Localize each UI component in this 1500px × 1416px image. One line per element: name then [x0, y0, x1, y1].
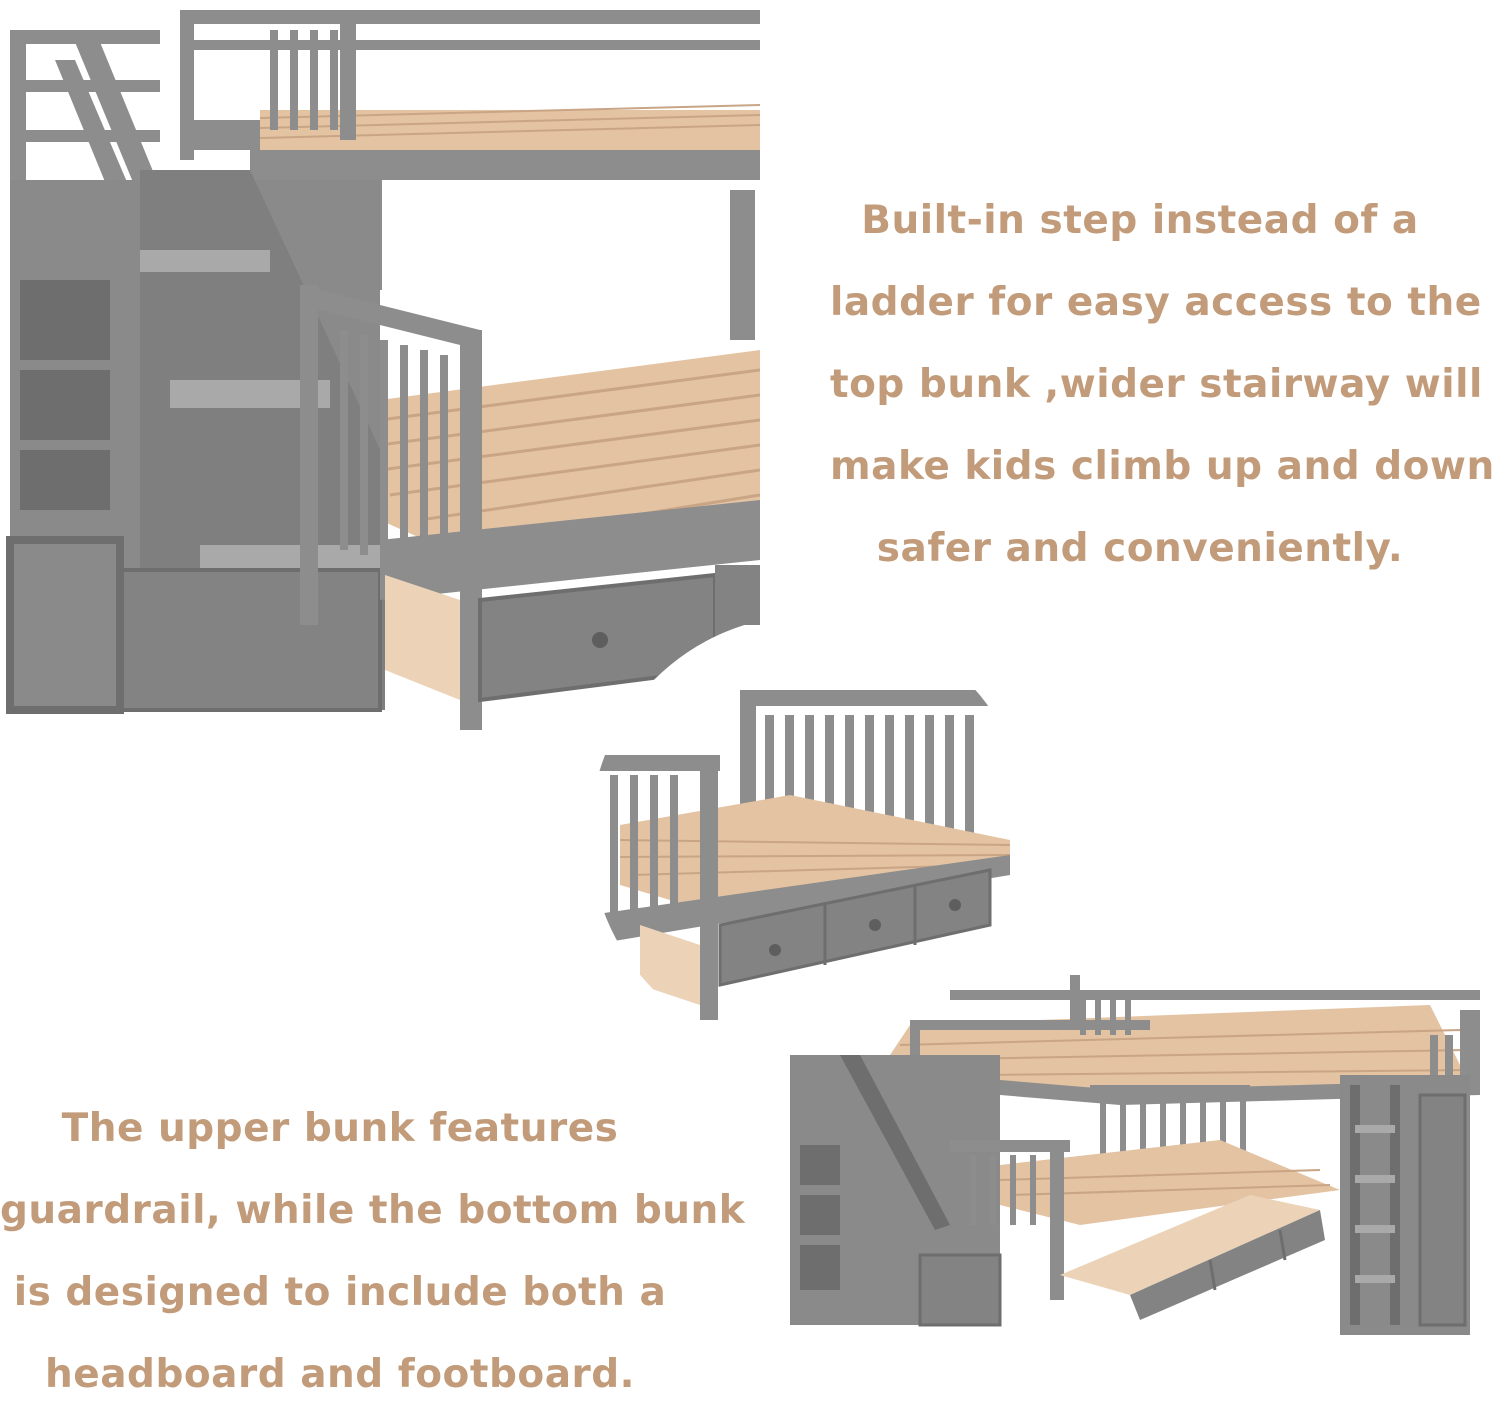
caption-line: Built-in step instead of a [861, 198, 1419, 243]
lower-bunk-detail-photo [590, 625, 1030, 1020]
caption-line: top bunk ,wider stairway will [830, 362, 1483, 407]
stairway-feature-caption: Built-in step instead of a ladder for ea… [830, 180, 1495, 590]
guardrail-feature-caption: The upper bunk features guardrail, while… [0, 1088, 746, 1416]
lower-bunk-drawer [385, 565, 760, 703]
full-open-drawers [1060, 1195, 1325, 1320]
detail-footboard [590, 755, 1010, 1020]
caption-line: safer and conveniently. [876, 526, 1404, 571]
lower-bunk-footboard [300, 285, 760, 730]
caption-line: make kids climb up and down [830, 444, 1495, 489]
full-lower-footboard [950, 1140, 1070, 1300]
upper-bunk-frame [180, 10, 760, 340]
caption-line: guardrail, while the bottom bunk [0, 1188, 746, 1233]
caption-line: ladder for easy access to the [830, 280, 1482, 325]
full-lower-headboard [1090, 1085, 1250, 1165]
caption-line: The upper bunk features [61, 1106, 619, 1151]
full-stair-storage [790, 1055, 1002, 1327]
detail-drawers [640, 868, 992, 1005]
full-bunk-bed-photo [790, 975, 1480, 1335]
full-ladder-wardrobe [1340, 1075, 1470, 1335]
bunk-bed-stairway-photo [6, 10, 760, 730]
caption-line: headboard and footboard. [45, 1352, 635, 1397]
caption-line: is designed to include both a [13, 1270, 667, 1315]
staircase-storage [6, 170, 385, 714]
